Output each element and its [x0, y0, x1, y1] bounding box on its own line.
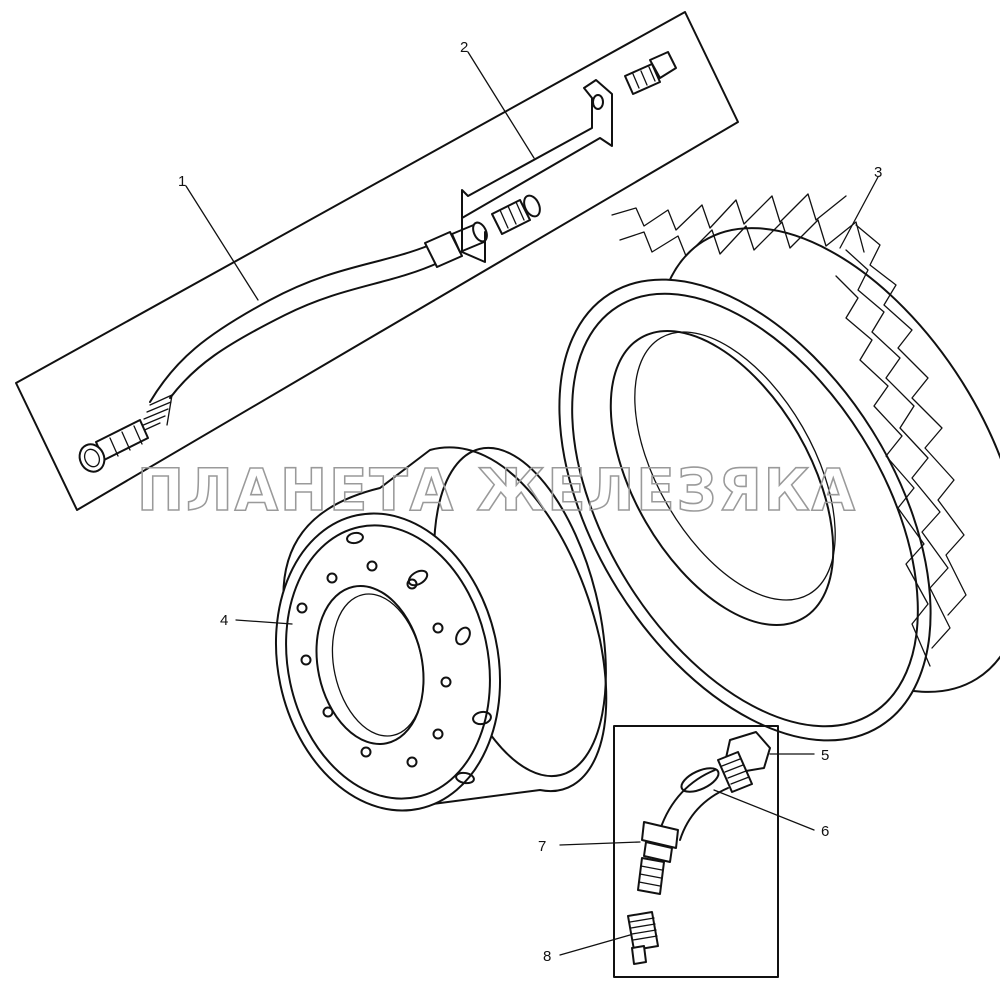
callout-6: 6: [821, 823, 829, 840]
callout-8: 8: [543, 948, 551, 965]
bracket: [461, 79, 613, 263]
callout-labels: 1 2 3 4 5 6 7 8: [178, 39, 882, 965]
valve-group-frame: [613, 725, 779, 978]
bolt: [624, 51, 677, 95]
hose-assembly: [78, 221, 488, 473]
watermark: ПЛАНЕТА ЖЕЛЕЗЯКА: [137, 456, 857, 524]
callout-3: 3: [874, 164, 882, 181]
leader-lines: [185, 51, 879, 956]
callout-5: 5: [821, 747, 829, 764]
rim-vent-holes: [346, 531, 492, 785]
valve-assembly: [627, 731, 771, 965]
callout-4: 4: [220, 612, 228, 629]
callout-2: 2: [460, 39, 468, 56]
tire-tread: [611, 193, 967, 667]
wheel-rim: [274, 446, 608, 812]
hose-group-frame: [15, 11, 739, 511]
callout-7: 7: [538, 838, 546, 855]
tire: [558, 193, 1000, 742]
callout-1: 1: [178, 173, 186, 190]
